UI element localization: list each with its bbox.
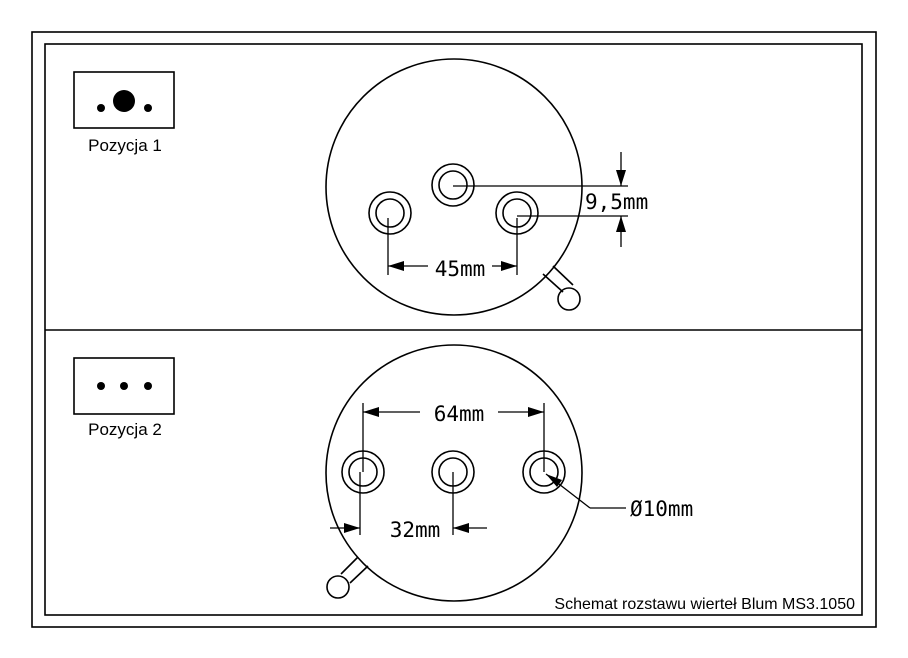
dim-32-arrow-left: [344, 523, 360, 533]
dim-45-label: 45mm: [435, 257, 486, 281]
dim-95-label: 9,5mm: [585, 190, 648, 214]
icon-dot-right: [144, 382, 152, 390]
outer-frame: [31, 31, 877, 628]
position-2-icon: [73, 357, 175, 415]
dim-45-arrow-left: [388, 261, 404, 271]
dim-45-arrow-right: [501, 261, 517, 271]
icon-dot-left: [97, 382, 105, 390]
hinge-tab2-line-b: [349, 565, 369, 584]
icon-dot-large: [113, 90, 135, 112]
panel-2: Pozycja 2 64mm: [73, 344, 693, 602]
dim-64-arrow-right: [528, 407, 544, 417]
hinge-tab2-line-a: [340, 556, 359, 575]
hinge-circle-2: [325, 344, 583, 602]
hinge-tab2-end: [326, 575, 350, 599]
icon-dot-small-right: [144, 104, 152, 112]
hinge-tab-end: [557, 287, 581, 311]
dim-32-arrow-right: [453, 523, 469, 533]
dim-95-arrow-top: [616, 170, 626, 186]
hinge-tab-line-a: [542, 273, 564, 293]
hole-left: [368, 191, 412, 235]
icon-dot-middle: [120, 382, 128, 390]
dim-95-arrow-bottom: [616, 216, 626, 232]
dim-64-label: 64mm: [434, 402, 485, 426]
panel-1: Pozycja 1 45mm: [73, 58, 648, 316]
position-2-label: Pozycja 2: [88, 420, 162, 439]
hinge-circle-1: [325, 58, 583, 316]
diameter-label: Ø10mm: [630, 497, 693, 521]
dim-32-label: 32mm: [390, 518, 441, 542]
hinge-tab-line-b: [552, 265, 574, 286]
hole-center: [431, 163, 475, 207]
diagram-caption: Schemat rozstawu wierteł Blum MS3.1050: [554, 596, 855, 613]
icon-dot-small-left: [97, 104, 105, 112]
diameter-arrow: [546, 474, 562, 487]
position-1-icon: [73, 71, 175, 129]
dim-64-arrow-left: [363, 407, 379, 417]
position-1-label: Pozycja 1: [88, 136, 162, 155]
